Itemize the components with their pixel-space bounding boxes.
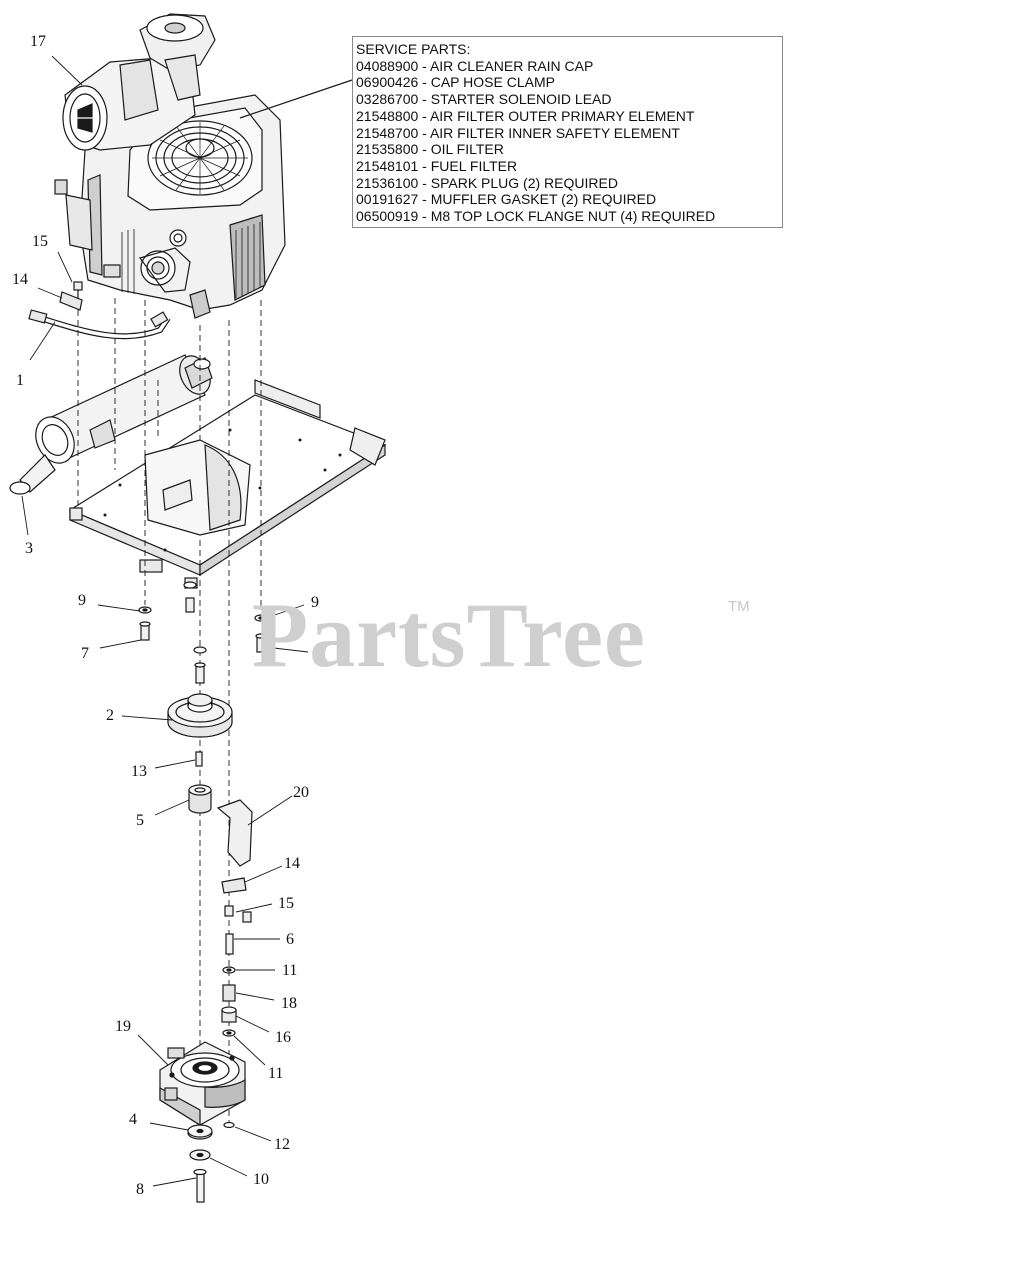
electric-clutch-part-19 [159,1041,246,1127]
callout-11-upper: 11 [282,962,298,979]
washer-center-lower [193,646,207,684]
service-part-item: 00191627 - MUFFLER GASKET (2) REQUIRED [356,191,657,208]
bolt-part-15-top [73,281,83,298]
pulley-part-2 [167,693,233,738]
bolt-part-15-lower [224,905,252,923]
service-part-item: 21548800 - AIR FILTER OUTER PRIMARY ELEM… [356,107,695,124]
washer-part-9-left [138,606,152,614]
callout-15-lower: 15 [278,895,294,912]
callout-8: 8 [136,1181,144,1198]
callout-6: 6 [286,931,294,948]
service-part-item: 21536100 - SPARK PLUG (2) REQUIRED [356,174,618,191]
callout-10: 10 [253,1171,269,1188]
callout-7-left: 7 [81,645,89,662]
washer-center-upper [183,581,197,613]
bushing-part-18 [222,984,236,1002]
callout-7-right: 7 [313,647,321,664]
service-parts-leader-line [239,79,353,119]
callout-16: 16 [275,1029,291,1046]
callout-9-left: 9 [78,592,86,609]
callout-20: 20 [293,784,309,801]
service-part-item: 21548700 - AIR FILTER INNER SAFETY ELEME… [356,124,680,141]
callout-14: 14 [12,271,28,288]
service-part-item: 04088900 - AIR CLEANER RAIN CAP [356,57,594,74]
callout-17: 17 [30,33,46,50]
service-part-item: 06500919 - M8 TOP LOCK FLANGE NUT (4) RE… [356,208,716,225]
service-part-item: 21535800 - OIL FILTER [356,141,504,158]
service-parts-header: SERVICE PARTS: [356,41,471,57]
callout-1: 1 [16,372,24,389]
callout-19: 19 [115,1018,131,1035]
washer-part-10 [189,1149,211,1161]
engine-assembly [54,13,286,319]
callout-3: 3 [25,540,33,557]
callout-4: 4 [129,1111,137,1128]
service-parts-box: SERVICE PARTS: 04088900 - AIR CLEANER RA… [352,36,783,228]
service-part-item: 03286700 - STARTER SOLENOID LEAD [356,91,612,108]
callout-5: 5 [136,812,144,829]
callout-18: 18 [281,995,297,1012]
partstree-watermark: PartsTree [252,584,646,686]
service-part-item: 21548101 - FUEL FILTER [356,157,518,174]
callout-12: 12 [274,1136,290,1153]
callout-14-lower: 14 [284,855,300,872]
callout-15: 15 [32,233,48,250]
pin-part-6 [225,933,234,955]
callout-2: 2 [106,707,114,724]
callout-leader-lines [21,55,309,1187]
callout-9-right: 9 [311,594,319,611]
washer-part-11-upper [222,966,236,974]
key-part-13 [195,751,203,767]
washer-part-12 [223,1121,235,1129]
fuel-line-part-1 [28,309,171,340]
clip-part-14-top [59,291,83,311]
bolt-part-8 [193,1168,207,1203]
trademark-symbol: TM [728,598,750,615]
callout-13: 13 [131,763,147,780]
washer-part-11-lower [222,1029,236,1037]
clip-part-14-lower [221,877,247,894]
spacer-part-5 [188,784,212,814]
bracket-part-20 [216,799,253,867]
washer-part-4 [187,1124,213,1140]
spacer-part-16 [221,1006,237,1023]
muffler-part-3 [9,354,213,495]
bolt-part-7-left [139,621,151,641]
service-part-item: 06900426 - CAP HOSE CLAMP [356,74,555,91]
callout-11-lower: 11 [268,1065,284,1082]
bolt-part-7-right [255,633,267,653]
